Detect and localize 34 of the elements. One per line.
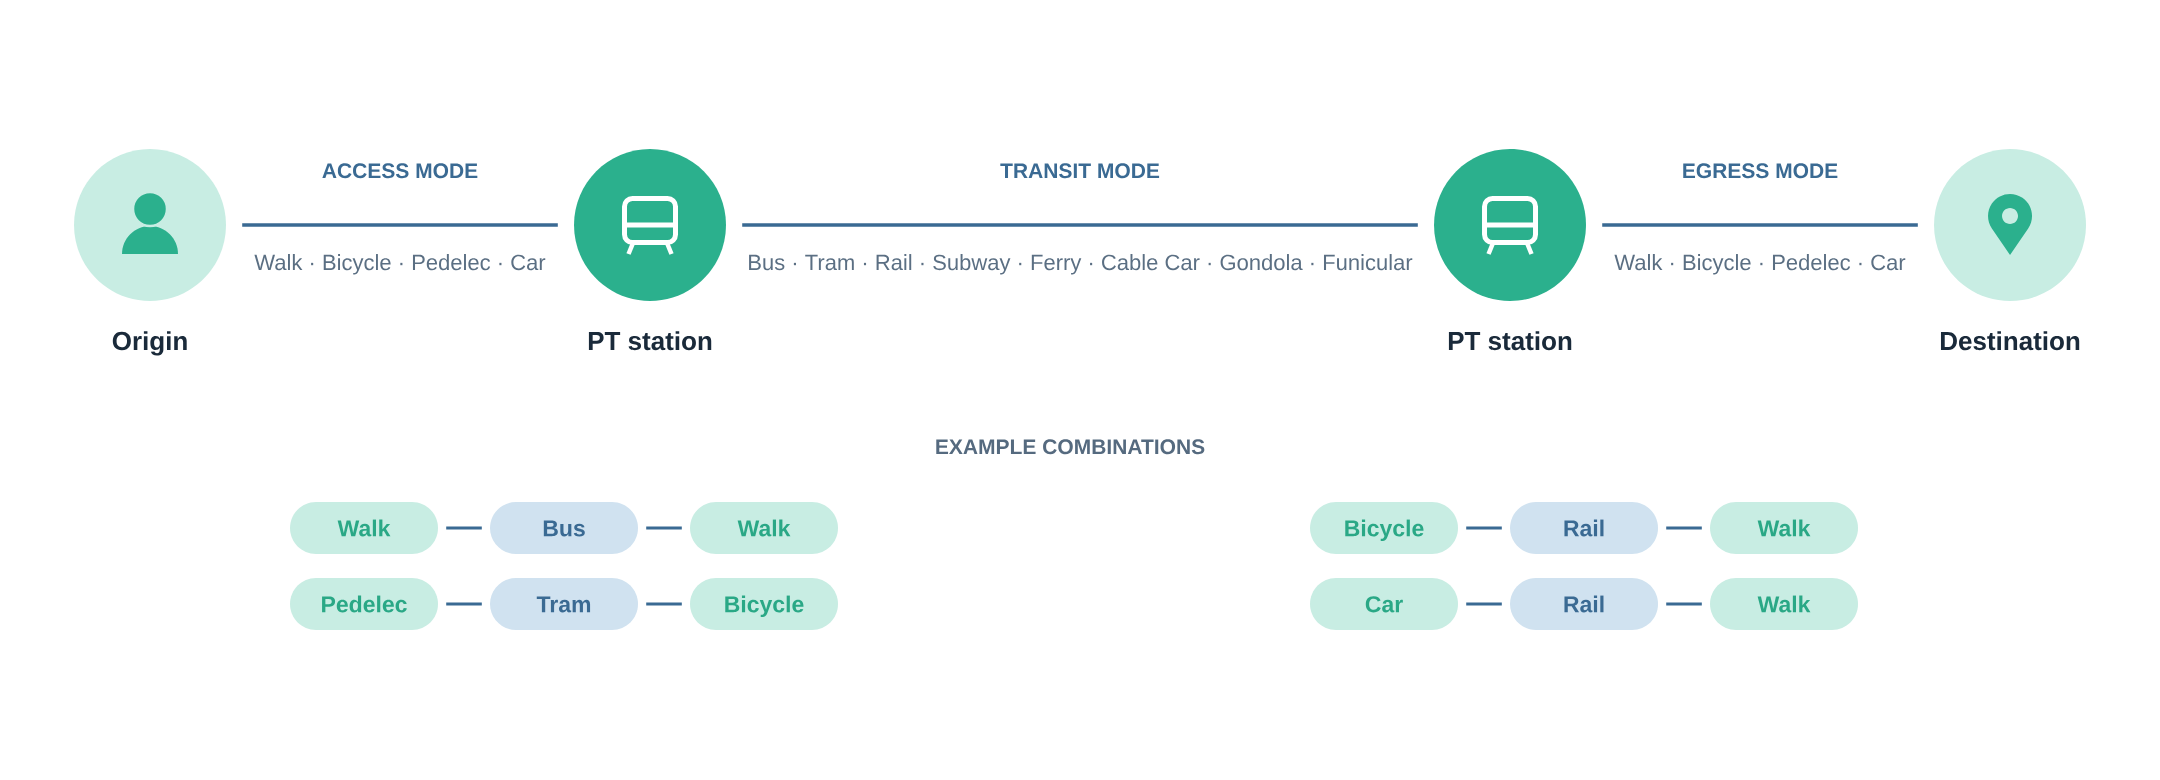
connector-line — [742, 223, 1418, 227]
node-label: PT station — [588, 331, 712, 351]
connector-line — [1666, 602, 1702, 606]
section-heading: EXAMPLE COMBINATIONS — [936, 439, 1205, 455]
mode-pill: Rail — [1510, 502, 1658, 554]
node-label: Origin — [112, 331, 187, 356]
node-label: PT station — [1448, 331, 1572, 351]
mode-pill: Pedelec — [290, 578, 438, 630]
connector-line — [1466, 602, 1502, 606]
node-label: Destination — [1941, 331, 2080, 351]
mode-pill: Walk — [290, 502, 438, 554]
mode-pill: Walk — [1710, 578, 1858, 630]
edge-label: ACCESS MODE — [319, 161, 481, 181]
connector-line — [1666, 526, 1702, 530]
connector-line — [646, 602, 682, 606]
mode-list: Bus · Tram · Rail · Subway · Ferry · Cable Car · Gondola · Funicular — [749, 254, 1413, 275]
mode-pill: Bicycle — [690, 578, 838, 630]
mode-pill: Walk — [690, 502, 838, 554]
mode-pill: Walk — [1710, 502, 1858, 554]
connector-line — [446, 526, 482, 530]
mode-list: Walk · Bicycle · Pedelec · Car — [254, 254, 546, 275]
connector-line — [646, 526, 682, 530]
mode-pill: Tram — [490, 578, 638, 630]
mode-pill: Bicycle — [1310, 502, 1458, 554]
mode-pill: Rail — [1510, 578, 1658, 630]
mode-pill: Bus — [490, 502, 638, 554]
mode-pill: Car — [1310, 578, 1458, 630]
edge-label: EGRESS MODE — [1679, 161, 1841, 181]
connector-line — [1602, 223, 1918, 227]
connector-line — [1466, 526, 1502, 530]
edge-label: TRANSIT MODE — [998, 161, 1162, 181]
connector-line — [242, 223, 558, 227]
connector-line — [446, 602, 482, 606]
mode-list: Walk · Bicycle · Pedelec · Car — [1614, 254, 1906, 275]
